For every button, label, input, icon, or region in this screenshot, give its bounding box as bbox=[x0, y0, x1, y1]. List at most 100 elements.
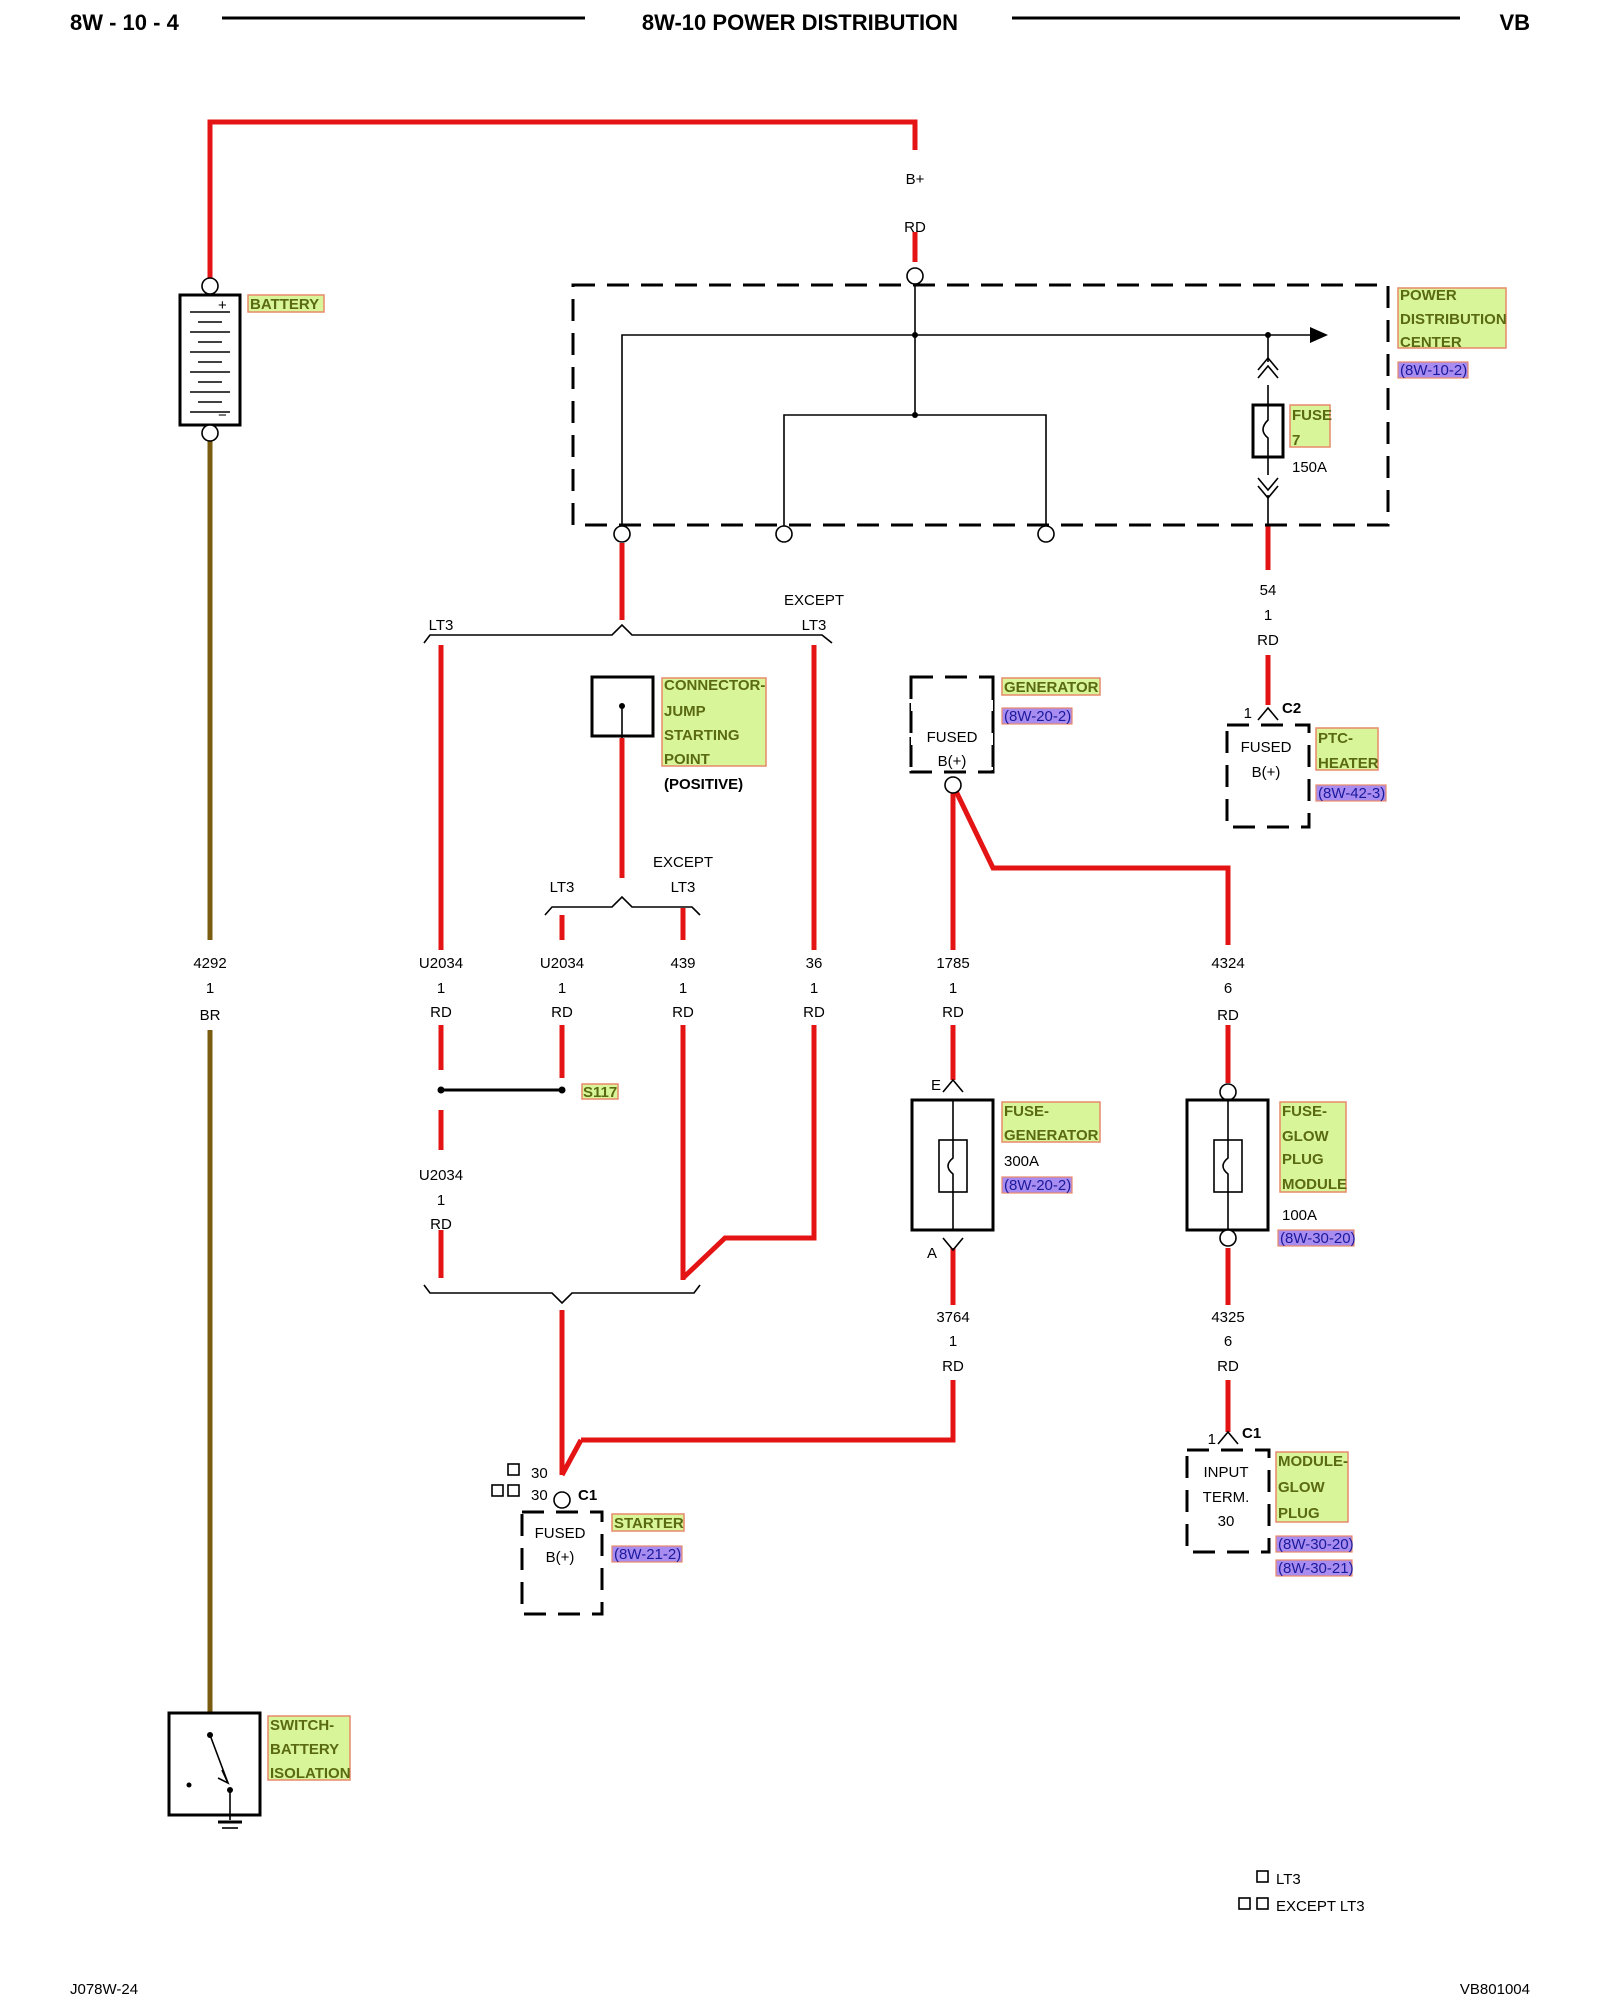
generator-bplus: B(+) bbox=[938, 753, 967, 770]
ptc-bplus: B(+) bbox=[1252, 764, 1281, 781]
fuse-gen-top-pin: E bbox=[931, 1077, 941, 1094]
fuse-glow-label-line2: GLOW bbox=[1282, 1128, 1329, 1145]
bracket-upper-except-lt3: LT3 bbox=[802, 617, 827, 634]
fuse-gen-label-line1: FUSE- bbox=[1004, 1103, 1049, 1120]
jump-label-line2: JUMP bbox=[664, 703, 706, 720]
wire-3764-color: RD bbox=[942, 1358, 964, 1375]
ptc-heater: 1 C2 FUSED B(+) PTC- HEATER (8W-42-3) bbox=[1225, 700, 1387, 829]
jump-label-line1: CONNECTOR- bbox=[664, 677, 765, 694]
glow-module-text-line2: TERM. bbox=[1203, 1489, 1250, 1506]
battery-minus-sign: − bbox=[218, 407, 227, 424]
glow-module-connector: C1 bbox=[1242, 1425, 1261, 1442]
fuse7-label-line1: FUSE bbox=[1292, 407, 1332, 424]
wire-439-gauge: 1 bbox=[679, 980, 687, 997]
fuse7-label-line2: 7 bbox=[1292, 432, 1300, 449]
wire-u2034a-gauge: 1 bbox=[437, 980, 445, 997]
battery-symbol: + − BATTERY bbox=[178, 277, 325, 442]
wire-u2034b-number: U2034 bbox=[540, 955, 584, 972]
variant-bracket-lower: LT3 EXCEPT LT3 bbox=[544, 854, 713, 916]
pdc-ref[interactable]: (8W-10-2) bbox=[1400, 362, 1467, 379]
pdc-label-line1: POWER bbox=[1400, 287, 1457, 304]
glow-module-pin: 1 bbox=[1208, 1431, 1216, 1448]
glow-module-ref2[interactable]: (8W-30-21) bbox=[1278, 1560, 1354, 1577]
wire-1785-number: 1785 bbox=[936, 955, 969, 972]
wires bbox=[207, 119, 1271, 1712]
fuse-glow-rating: 100A bbox=[1282, 1207, 1317, 1224]
starter-ref[interactable]: (8W-21-2) bbox=[614, 1546, 681, 1563]
wire-4325-gauge: 6 bbox=[1224, 1333, 1232, 1350]
bracket-upper-lt3: LT3 bbox=[429, 617, 454, 634]
glow-module-text-line3: 30 bbox=[1218, 1513, 1235, 1530]
legend-lt3: LT3 bbox=[1276, 1871, 1301, 1888]
wire-1785-color: RD bbox=[942, 1004, 964, 1021]
ptc-ref[interactable]: (8W-42-3) bbox=[1318, 785, 1385, 802]
switch-label-line3: ISOLATION bbox=[270, 1765, 351, 1782]
wire-54-color: RD bbox=[1257, 632, 1279, 649]
wire-u2034a-color: RD bbox=[430, 1004, 452, 1021]
fuse-gen-ref[interactable]: (8W-20-2) bbox=[1004, 1177, 1071, 1194]
pdc-label-line2: DISTRIBUTION bbox=[1400, 311, 1507, 328]
wire-1785-gauge: 1 bbox=[949, 980, 957, 997]
fuse7-rating: 150A bbox=[1292, 459, 1327, 476]
wire-4324-number: 4324 bbox=[1211, 955, 1244, 972]
splice-s117: S117 bbox=[437, 1083, 619, 1101]
starter-pin-a: 30 bbox=[531, 1465, 548, 1482]
splice-label: S117 bbox=[583, 1084, 617, 1101]
fuse-gen-label-line2: GENERATOR bbox=[1004, 1127, 1099, 1144]
wire-3764-number: 3764 bbox=[936, 1309, 969, 1326]
bracket-lower-except-lt3: LT3 bbox=[671, 879, 696, 896]
wire-u2034c-number: U2034 bbox=[419, 1167, 463, 1184]
bracket-lower-lt3: LT3 bbox=[550, 879, 575, 896]
wire-54-number: 54 bbox=[1260, 582, 1277, 599]
ptc-connector: C2 bbox=[1282, 700, 1301, 717]
footer-left: J078W-24 bbox=[70, 1981, 138, 1998]
starter-fused: FUSED bbox=[535, 1525, 586, 1542]
wire-u2034c-color: RD bbox=[430, 1216, 452, 1233]
jump-label-line4: POINT bbox=[664, 751, 710, 768]
jump-label-line3: STARTING bbox=[664, 727, 740, 744]
wire-54-gauge: 1 bbox=[1264, 607, 1272, 624]
battery-plus-sign: + bbox=[218, 297, 227, 314]
wire-u2034b-gauge: 1 bbox=[558, 980, 566, 997]
glow-module-label-line3: PLUG bbox=[1278, 1505, 1320, 1522]
bracket-upper-except: EXCEPT bbox=[784, 592, 844, 609]
glow-module-label-line2: GLOW bbox=[1278, 1479, 1325, 1496]
variant-bracket-upper: LT3 EXCEPT LT3 bbox=[423, 592, 844, 644]
jump-starting-point: CONNECTOR- JUMP STARTING POINT (POSITIVE… bbox=[590, 675, 767, 793]
starter-connector: C1 bbox=[578, 1487, 597, 1504]
wire-3764-gauge: 1 bbox=[949, 1333, 957, 1350]
ptc-label-line2: HEATER bbox=[1318, 755, 1379, 772]
fuse-glow-ref[interactable]: (8W-30-20) bbox=[1280, 1230, 1356, 1247]
wire-36-gauge: 1 bbox=[810, 980, 818, 997]
generator-ref[interactable]: (8W-20-2) bbox=[1004, 708, 1071, 725]
power-distribution-center: POWER DISTRIBUTION CENTER (8W-10-2) FUSE… bbox=[571, 267, 1507, 543]
page-header: 8W - 10 - 4 8W-10 POWER DISTRIBUTION VB bbox=[70, 10, 1530, 35]
page-number: 8W - 10 - 4 bbox=[70, 10, 180, 35]
bplus-pin-label: B+ bbox=[906, 171, 925, 188]
wire-4292-gauge: 1 bbox=[206, 980, 214, 997]
wire-439-color: RD bbox=[672, 1004, 694, 1021]
glow-module-ref1[interactable]: (8W-30-20) bbox=[1278, 1536, 1354, 1553]
footer-right: VB801004 bbox=[1460, 1981, 1530, 1998]
wire-4324-gauge: 6 bbox=[1224, 980, 1232, 997]
wire-36-number: 36 bbox=[806, 955, 823, 972]
starter: 30 30 C1 FUSED B(+) STARTER (8W-21-2) bbox=[491, 1463, 685, 1616]
wire-4292-number: 4292 bbox=[193, 955, 226, 972]
ptc-fused: FUSED bbox=[1241, 739, 1292, 756]
fuse-glow-plug-module: FUSE- GLOW PLUG MODULE 100A (8W-30-20) bbox=[1185, 1083, 1356, 1247]
glow-module-label-line1: MODULE- bbox=[1278, 1453, 1348, 1470]
wire-u2034c-gauge: 1 bbox=[437, 1192, 445, 1209]
wire-4292-color: BR bbox=[200, 1007, 221, 1024]
switch-label-line1: SWITCH- bbox=[270, 1717, 334, 1734]
wire-4325-number: 4325 bbox=[1211, 1309, 1244, 1326]
fuse-glow-label-line3: PLUG bbox=[1282, 1151, 1324, 1168]
battery-label: BATTERY bbox=[250, 296, 319, 313]
generator-label: GENERATOR bbox=[1004, 679, 1099, 696]
wire-36-color: RD bbox=[803, 1004, 825, 1021]
starter-pin-b: 30 bbox=[531, 1487, 548, 1504]
variant-bracket-merge bbox=[423, 1284, 701, 1305]
ptc-pin: 1 bbox=[1244, 705, 1252, 722]
wire-4325-color: RD bbox=[1217, 1358, 1239, 1375]
starter-bplus: B(+) bbox=[546, 1549, 575, 1566]
